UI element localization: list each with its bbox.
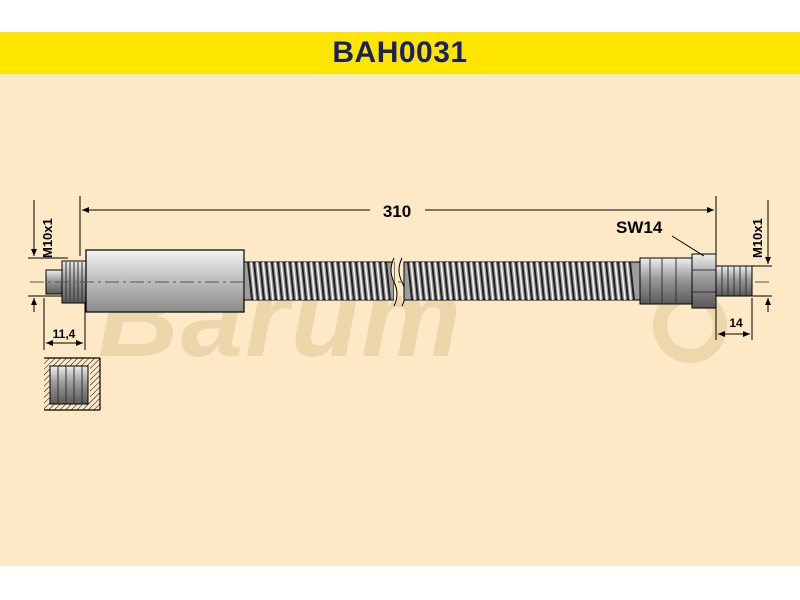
right-fitting-length-label: 14 bbox=[729, 316, 743, 330]
part-number-title: BAH0031 bbox=[332, 36, 468, 69]
right-end-fitting bbox=[639, 253, 753, 309]
break-mark-left bbox=[390, 257, 398, 307]
length-label: 310 bbox=[383, 202, 411, 221]
left-thread-label: M10x1 bbox=[40, 218, 55, 258]
header-bar: BAH0031 bbox=[0, 32, 800, 74]
left-fitting-length-label: 11,4 bbox=[53, 327, 76, 341]
hose-spiral-left bbox=[243, 261, 395, 301]
right-thread-label: M10x1 bbox=[750, 218, 765, 258]
wrench-size-label: SW14 bbox=[616, 218, 663, 237]
hose-spiral-right bbox=[403, 261, 641, 301]
hex-nut bbox=[691, 253, 717, 309]
left-thread-dimension: M10x1 bbox=[28, 200, 68, 312]
fitting-section-detail bbox=[44, 357, 101, 411]
crimp-sleeve bbox=[85, 249, 245, 313]
right-thread-dimension: M10x1 bbox=[740, 200, 772, 312]
overall-length-dimension: 310 bbox=[79, 196, 717, 256]
left-fitting-length-dimension: 11,4 bbox=[43, 298, 86, 350]
right-fitting-length-dimension: 14 bbox=[715, 298, 753, 340]
wrench-size-callout: SW14 bbox=[616, 218, 705, 257]
